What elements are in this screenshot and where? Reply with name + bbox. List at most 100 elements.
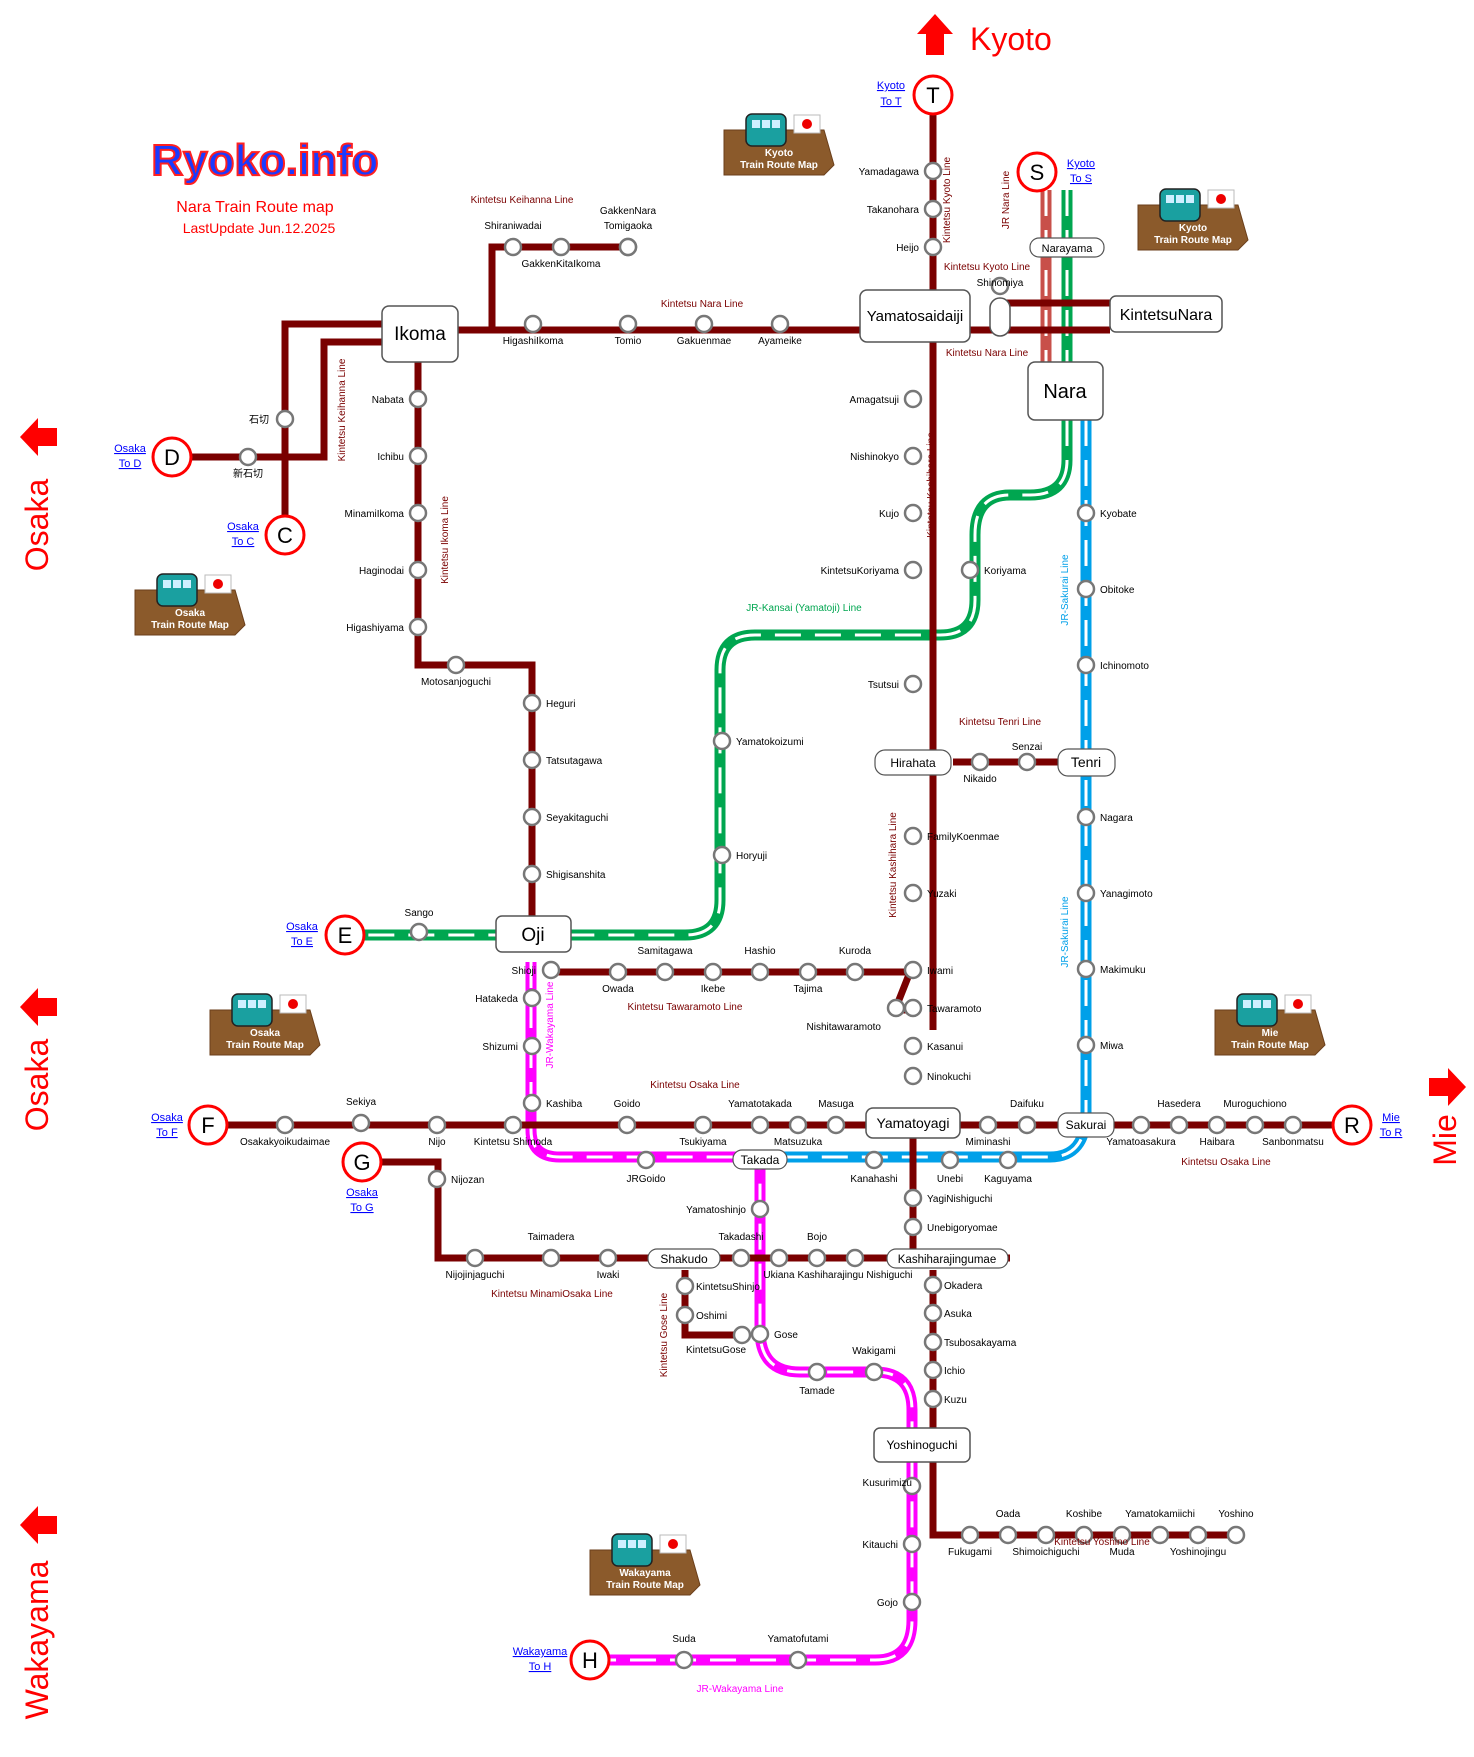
station-amagatsuji[interactable]: Amagatsuji <box>850 389 923 409</box>
direction-osaka-bottom[interactable]: Osaka <box>19 988 57 1131</box>
station-gojo[interactable]: Gojo <box>877 1592 922 1612</box>
link-kyoto-t-1[interactable]: Kyoto <box>877 80 905 92</box>
station-dot[interactable] <box>1017 752 1037 772</box>
station-fukugami[interactable]: Fukugami <box>948 1525 992 1558</box>
station-sekiya[interactable]: Sekiya <box>346 1097 376 1133</box>
hub-ikoma[interactable]: Ikoma <box>381 305 459 363</box>
hub-kintetsunara[interactable]: KintetsuNara <box>1109 295 1223 333</box>
station-dot[interactable] <box>275 409 295 429</box>
hub-narayama[interactable]: Narayama <box>1029 237 1105 258</box>
station-dot[interactable] <box>675 1305 695 1325</box>
station-dot[interactable] <box>408 560 428 580</box>
station-dot[interactable] <box>903 503 923 523</box>
station-dot[interactable] <box>903 960 923 980</box>
direction-kyoto[interactable]: Kyoto <box>917 14 1052 57</box>
station-nishitawaramoto[interactable]: Nishitawaramoto <box>807 998 906 1033</box>
link-kyoto-s-2[interactable]: To S <box>1070 173 1092 185</box>
station-dot[interactable] <box>903 389 923 409</box>
connector-H[interactable]: H Wakayama To H <box>513 1639 611 1681</box>
station-shizumi[interactable]: Shizumi <box>482 1036 542 1056</box>
station-dot[interactable] <box>798 962 818 982</box>
station-dot[interactable] <box>712 845 732 865</box>
station-tawaramoto[interactable]: Tawaramoto <box>903 998 982 1018</box>
station-yamatofutami[interactable]: Yamatofutami <box>768 1634 829 1670</box>
station-kitauchi[interactable]: Kitauchi <box>862 1534 922 1554</box>
station-dot[interactable] <box>903 883 923 903</box>
station-dot[interactable] <box>731 1248 751 1268</box>
station-miminashi[interactable]: Miminashi <box>965 1115 1011 1148</box>
station-gakuenmae[interactable]: Gakuenmae <box>677 314 732 347</box>
station-dot[interactable] <box>618 314 638 334</box>
station-yamatokoizumi[interactable]: Yamatokoizumi <box>712 731 804 751</box>
link-mie-r-1[interactable]: Mie <box>1382 1112 1400 1124</box>
station-iwaki[interactable]: Iwaki <box>597 1248 620 1281</box>
station-dot[interactable] <box>960 560 980 580</box>
station-sango[interactable]: Sango <box>405 908 434 942</box>
station-dot[interactable] <box>541 1248 561 1268</box>
station-osakakyoikudaimae[interactable]: Osakakyoikudaimae <box>240 1115 330 1148</box>
station-dot[interactable] <box>902 1534 922 1554</box>
station-takanohara[interactable]: Takanohara <box>867 199 943 219</box>
connector-R[interactable]: R Mie To R <box>1331 1104 1403 1146</box>
hub-yamatosaidaiji[interactable]: Yamatosaidaiji <box>859 289 971 343</box>
station-nikaido[interactable]: Nikaido <box>963 752 997 785</box>
link-osaka-g-1[interactable]: Osaka <box>346 1187 379 1199</box>
station-muroguchiono[interactable]: Muroguchiono <box>1223 1099 1287 1135</box>
station-ikebe[interactable]: Ikebe <box>701 962 726 995</box>
station-miwa[interactable]: Miwa <box>1076 1035 1124 1055</box>
link-osaka-e-2[interactable]: To E <box>291 936 313 948</box>
station-dot[interactable] <box>655 962 675 982</box>
station-nagara[interactable]: Nagara <box>1076 807 1133 827</box>
hub-kashiharajingumae[interactable]: Kashiharajingumae <box>886 1248 1009 1269</box>
link-osaka-c-1[interactable]: Osaka <box>227 521 260 533</box>
station-dot[interactable] <box>1169 1115 1189 1135</box>
station-tomio[interactable]: Tomio <box>615 314 642 347</box>
station-dot[interactable] <box>408 446 428 466</box>
station-dot[interactable] <box>675 1276 695 1296</box>
station-seyakitaguchi[interactable]: Seyakitaguchi <box>522 807 608 827</box>
station-dot[interactable] <box>807 1248 827 1268</box>
station-tsukiyama[interactable]: Tsukiyama <box>679 1115 727 1148</box>
station-dot[interactable] <box>923 1275 943 1295</box>
station-dot[interactable] <box>845 962 865 982</box>
station-dot[interactable] <box>551 237 571 257</box>
station-dot[interactable] <box>1076 579 1096 599</box>
station-dot[interactable] <box>770 314 790 334</box>
link-mie-r-2[interactable]: To R <box>1380 1127 1403 1139</box>
station-kintetsugose[interactable]: KintetsuGose <box>686 1325 752 1356</box>
hub-yoshinoguchi[interactable]: Yoshinoguchi <box>873 1427 971 1463</box>
station-dot[interactable] <box>923 1303 943 1323</box>
station-dot[interactable] <box>750 962 770 982</box>
station-dot[interactable] <box>826 1115 846 1135</box>
station-hashio[interactable]: Hashio <box>744 946 776 982</box>
station-tajima[interactable]: Tajima <box>794 962 823 995</box>
station-shinishikiri[interactable]: 新石切 <box>233 447 263 480</box>
station-dot[interactable] <box>732 1325 752 1345</box>
station-hasedera[interactable]: Hasedera <box>1157 1099 1201 1135</box>
station-dot[interactable] <box>923 1360 943 1380</box>
station-kintetsushinjo[interactable]: KintetsuShinjo <box>675 1276 760 1296</box>
station-dot[interactable] <box>903 1217 923 1237</box>
hub-nara[interactable]: Nara <box>1027 361 1104 421</box>
station-muda[interactable]: Muda <box>1109 1525 1135 1558</box>
station-kintetsukoriyama[interactable]: KintetsuKoriyama <box>821 560 923 580</box>
station-samitagawa[interactable]: Samitagawa <box>637 946 693 982</box>
station-dot[interactable] <box>970 752 990 772</box>
station-unebigoryomae[interactable]: Unebigoryomae <box>903 1217 998 1237</box>
station-ishikiri[interactable]: 石切 <box>249 409 295 429</box>
station-dot[interactable] <box>1112 1525 1132 1545</box>
station-dot[interactable] <box>703 962 723 982</box>
station-iwami[interactable]: Iwami <box>903 960 953 980</box>
station-ninokuchi[interactable]: Ninokuchi <box>903 1066 971 1086</box>
station-suda[interactable]: Suda <box>672 1634 696 1670</box>
hub-hirahata[interactable]: Hirahata <box>874 749 952 776</box>
station-dot[interactable] <box>1076 883 1096 903</box>
station-higashiyama[interactable]: Higashiyama <box>346 617 428 637</box>
station-dot[interactable] <box>598 1248 618 1268</box>
station-dot[interactable] <box>1076 1035 1096 1055</box>
hub-tenri[interactable]: Tenri <box>1057 748 1116 777</box>
station-motosanjoguchi[interactable]: Motosanjoguchi <box>421 655 491 688</box>
station-goido[interactable]: Goido <box>614 1099 641 1135</box>
connector-T[interactable]: T Kyoto To T <box>877 74 954 116</box>
